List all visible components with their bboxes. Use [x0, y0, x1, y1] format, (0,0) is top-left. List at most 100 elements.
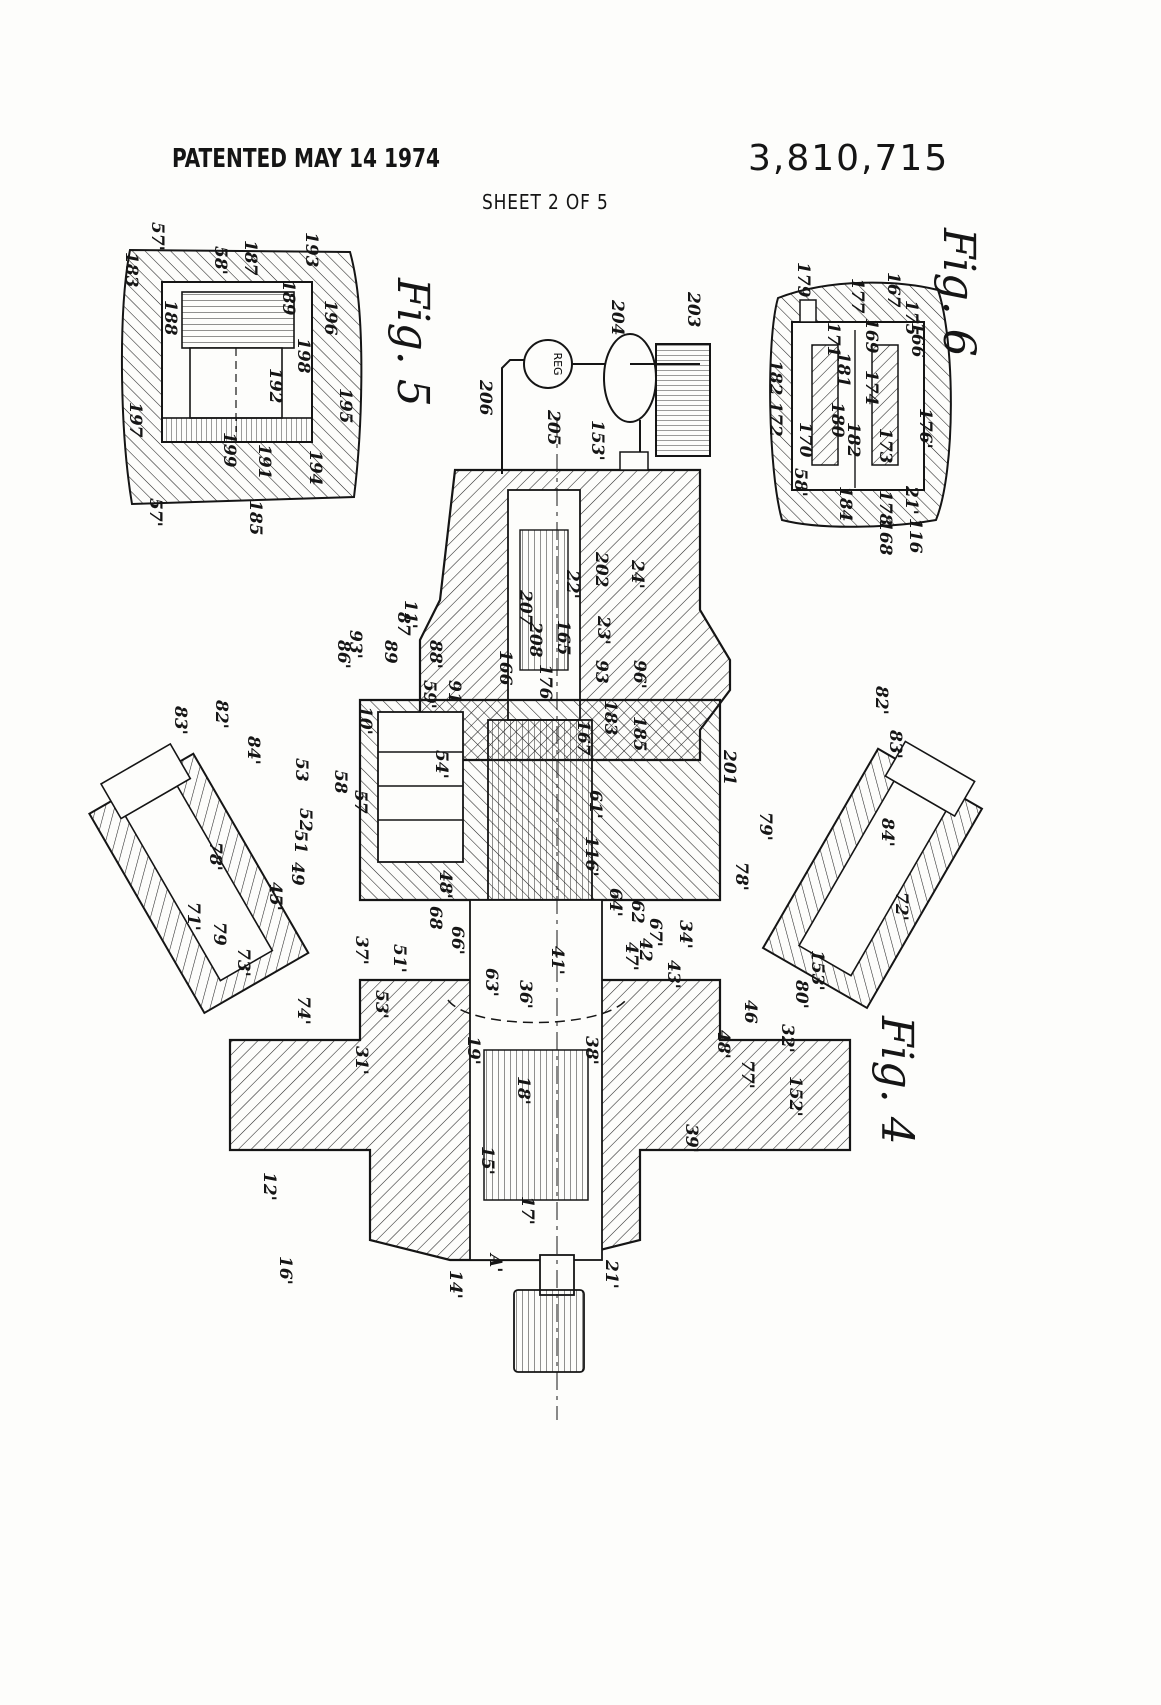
- svg-text:14': 14': [445, 1270, 465, 1299]
- svg-text:22': 22': [562, 569, 582, 599]
- svg-text:31': 31': [351, 1046, 371, 1075]
- svg-text:167: 167: [573, 720, 593, 756]
- svg-text:23': 23': [593, 615, 613, 645]
- svg-text:19': 19': [463, 1036, 483, 1065]
- svg-text:188: 188: [160, 300, 180, 336]
- svg-text:24': 24': [627, 559, 647, 589]
- svg-text:59': 59': [419, 680, 439, 709]
- svg-text:168: 168: [875, 520, 895, 556]
- svg-text:177: 177: [847, 278, 867, 314]
- svg-text:187: 187: [240, 240, 260, 276]
- svg-text:199: 199: [219, 432, 239, 468]
- svg-text:194: 194: [305, 450, 325, 486]
- svg-text:34': 34': [675, 920, 695, 949]
- svg-text:166: 166: [907, 322, 927, 358]
- svg-text:17': 17': [517, 1196, 537, 1225]
- svg-text:12': 12': [259, 1172, 279, 1201]
- svg-text:189: 189: [278, 280, 298, 316]
- svg-text:185: 185: [629, 716, 649, 752]
- pump-gear-icon: [604, 334, 656, 422]
- svg-text:73': 73': [233, 948, 253, 977]
- svg-text:86': 86': [333, 639, 353, 669]
- svg-text:15': 15': [477, 1146, 497, 1175]
- svg-text:45': 45': [265, 882, 285, 911]
- svg-text:38': 38': [581, 1036, 601, 1065]
- svg-text:167: 167: [883, 272, 903, 308]
- svg-text:64': 64': [605, 888, 625, 917]
- svg-text:61': 61': [585, 790, 605, 819]
- svg-text:166: 166: [495, 650, 515, 686]
- svg-text:21': 21': [601, 1259, 621, 1289]
- svg-text:54': 54': [431, 750, 451, 779]
- svg-text:87: 87: [393, 611, 413, 636]
- svg-text:208: 208: [525, 621, 545, 658]
- svg-text:176: 176: [535, 664, 555, 700]
- svg-text:165: 165: [553, 620, 573, 656]
- svg-text:49: 49: [287, 862, 307, 886]
- svg-text:48': 48': [435, 870, 455, 899]
- svg-text:51': 51': [389, 944, 409, 973]
- svg-text:182 172: 182 172: [765, 360, 785, 437]
- svg-text:58': 58': [210, 246, 230, 275]
- svg-text:88': 88': [425, 639, 445, 669]
- svg-text:58: 58: [330, 770, 350, 794]
- svg-text:18': 18': [513, 1076, 533, 1105]
- svg-text:183: 183: [121, 252, 141, 288]
- svg-text:198: 198: [293, 338, 313, 374]
- svg-text:A': A': [485, 1252, 505, 1272]
- svg-text:153': 153': [587, 420, 607, 461]
- svg-text:52: 52: [295, 808, 315, 832]
- svg-text:183: 183: [600, 700, 620, 736]
- svg-text:71': 71': [183, 902, 203, 931]
- svg-text:202: 202: [591, 551, 611, 588]
- svg-text:82': 82': [871, 685, 891, 715]
- svg-text:116': 116': [581, 836, 601, 877]
- svg-text:43': 43': [663, 960, 683, 989]
- svg-text:205: 205: [543, 409, 563, 446]
- svg-text:197: 197: [125, 402, 145, 438]
- drive-shaft-spline: [514, 1290, 584, 1372]
- svg-text:32': 32': [777, 1024, 797, 1053]
- svg-text:184: 184: [835, 486, 855, 522]
- svg-text:185: 185: [245, 500, 265, 536]
- svg-text:REG: REG: [551, 352, 564, 375]
- svg-text:51: 51: [290, 830, 310, 854]
- svg-text:78': 78': [731, 862, 751, 891]
- fig-4-label: Fig. 4: [871, 1015, 922, 1145]
- svg-text:63': 63': [481, 968, 501, 997]
- svg-text:79: 79: [209, 922, 229, 946]
- svg-text:179: 179: [793, 262, 813, 298]
- svg-text:46: 46: [740, 1000, 760, 1024]
- svg-text:41': 41': [547, 946, 567, 975]
- svg-text:207: 207: [515, 589, 535, 626]
- svg-text:174: 174: [861, 370, 881, 406]
- svg-text:57': 57': [147, 222, 167, 251]
- svg-text:84': 84': [243, 735, 263, 765]
- reservoir-icon: [656, 344, 710, 456]
- svg-text:206: 206: [475, 379, 495, 416]
- svg-text:37': 37': [351, 936, 371, 965]
- svg-text:53': 53': [371, 990, 391, 1019]
- svg-text:170: 170: [795, 422, 815, 458]
- svg-text:58': 58': [790, 468, 810, 497]
- svg-text:204: 204: [607, 299, 627, 336]
- svg-text:201: 201: [719, 749, 739, 786]
- svg-text:176': 176': [915, 408, 935, 449]
- svg-text:91: 91: [444, 680, 464, 704]
- svg-text:173: 173: [875, 428, 895, 464]
- svg-text:16': 16': [275, 1256, 295, 1285]
- svg-text:152': 152': [785, 1076, 805, 1117]
- svg-text:74': 74': [293, 996, 313, 1025]
- svg-text:153': 153': [807, 950, 827, 991]
- svg-text:57: 57: [350, 790, 370, 814]
- svg-text:182: 182: [843, 422, 863, 458]
- svg-text:48': 48': [713, 1030, 733, 1059]
- svg-text:191: 191: [254, 444, 274, 480]
- svg-text:79': 79': [755, 812, 775, 841]
- svg-text:72': 72': [891, 892, 911, 921]
- svg-text:77': 77': [737, 1060, 757, 1089]
- svg-text:192: 192: [265, 368, 285, 404]
- svg-text:82': 82': [211, 699, 231, 729]
